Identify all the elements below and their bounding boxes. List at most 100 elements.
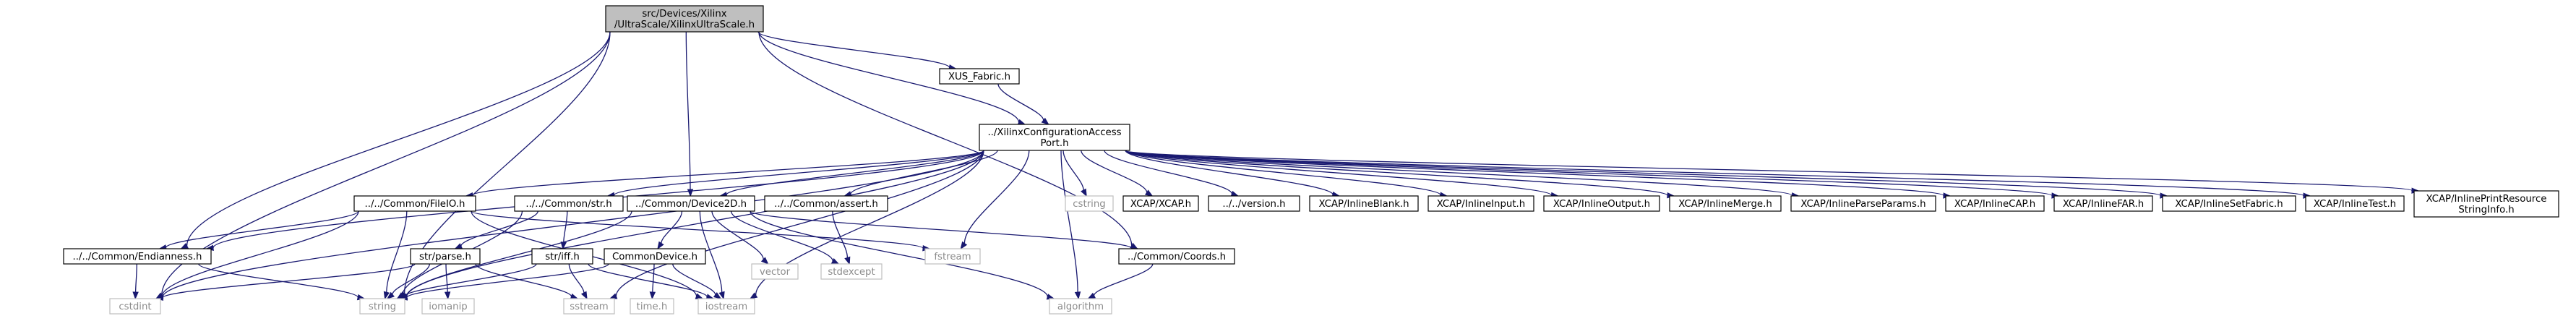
- node-version[interactable]: ../../version.h: [1208, 195, 1300, 212]
- node-box: [604, 248, 706, 265]
- node-label: vector: [760, 267, 791, 278]
- node-box: [421, 298, 475, 315]
- node-iostream: iostream: [697, 298, 755, 315]
- edge-coords-to-algorithm: [1087, 263, 1154, 299]
- edge-line: [1104, 150, 1233, 195]
- node-box: [1065, 195, 1114, 212]
- node-label: XCAP/XCAP.h: [1130, 199, 1191, 210]
- node-box: [764, 195, 888, 212]
- edge-line: [403, 263, 537, 298]
- edge-line: [850, 150, 998, 195]
- node-box: [630, 298, 674, 315]
- node-endianness[interactable]: ../../Common/Endianness.h: [63, 248, 212, 265]
- edge-xcap_port-to-str: [606, 150, 984, 199]
- edge-line: [1125, 150, 2413, 192]
- node-box: [697, 298, 755, 315]
- node-box: [1543, 195, 1660, 212]
- node-box: [627, 195, 755, 212]
- node-label: XCAP/InlinePrintResource: [2426, 194, 2547, 205]
- node-label: ../../Common/str.h: [525, 199, 611, 210]
- node-box: [410, 248, 481, 265]
- node-inline-output[interactable]: XCAP/InlineOutput.h: [1543, 195, 1660, 212]
- edge-arrowhead: [760, 257, 769, 265]
- node-xcap-xcap[interactable]: XCAP/XCAP.h: [1122, 195, 1199, 212]
- edge-line: [832, 210, 849, 258]
- node-commondevice[interactable]: CommonDevice.h: [604, 248, 706, 265]
- edge-line: [1062, 150, 1084, 191]
- node-label: ../../version.h: [1222, 199, 1285, 210]
- node-label: cstdint: [119, 302, 151, 312]
- node-box: [531, 248, 593, 265]
- node-inline-far[interactable]: XCAP/InlineFAR.h: [2053, 195, 2153, 212]
- edge-line: [588, 263, 708, 298]
- node-cstdint: cstdint: [109, 298, 161, 315]
- edge-commondevice-to-iostream: [672, 263, 722, 299]
- edge-line: [672, 263, 716, 295]
- node-device2d[interactable]: ../Common/Device2D.h: [627, 195, 755, 212]
- node-inline-merge[interactable]: XCAP/InlineMerge.h: [1669, 195, 1782, 212]
- node-inline-test[interactable]: XCAP/InlineTest.h: [2305, 195, 2405, 212]
- edge-xcap_port-to-inline_test: [1125, 150, 2311, 199]
- edge-line: [661, 210, 683, 244]
- edge-line: [392, 263, 430, 295]
- node-box: [563, 298, 615, 315]
- node-timeh: time.h: [630, 298, 674, 315]
- node-striff[interactable]: str/iff.h: [531, 248, 593, 265]
- dependency-nodes: src/Devices/Xilinx/UltraScale/XilinxUltr…: [63, 5, 2559, 315]
- edge-line: [652, 263, 655, 293]
- edge-line: [615, 150, 984, 296]
- node-label: ../../Common/Endianness.h: [73, 252, 202, 262]
- node-label: iostream: [705, 302, 747, 312]
- node-xus-fabric[interactable]: XUS_Fabric.h: [939, 68, 1020, 85]
- edge-line: [750, 210, 1049, 297]
- edge-xcap_port-to-inline_parse: [1125, 150, 1800, 199]
- node-box: [1427, 195, 1534, 212]
- edge-commondevice-to-timeh: [649, 263, 656, 300]
- edge-device2d-to-vector: [711, 210, 769, 265]
- node-box: [2162, 195, 2296, 212]
- edge-line: [1060, 150, 1078, 293]
- node-label: XCAP/InlineParseParams.h: [1800, 199, 1925, 210]
- edge-arrowhead: [1074, 291, 1081, 300]
- node-assert[interactable]: ../../Common/assert.h: [764, 195, 888, 212]
- edge-endianness-to-cstdint: [132, 263, 139, 300]
- edge-line: [614, 150, 984, 196]
- edge-line: [1093, 263, 1154, 296]
- edge-line: [730, 210, 833, 262]
- edge-arrowhead: [1017, 119, 1026, 125]
- edge-fileio-to-string: [383, 210, 408, 300]
- node-fileio[interactable]: ../../Common/FileIO.h: [353, 195, 476, 212]
- edge-line: [750, 210, 1132, 249]
- node-label: CommonDevice.h: [612, 252, 697, 262]
- edge-line: [699, 210, 723, 293]
- node-box: [979, 124, 1130, 151]
- edge-strparse-to-string: [386, 263, 430, 299]
- node-root: src/Devices/Xilinx/UltraScale/XilinxUltr…: [605, 5, 764, 33]
- edge-arrowhead: [844, 256, 851, 265]
- node-inline-blank[interactable]: XCAP/InlineBlank.h: [1309, 195, 1419, 212]
- edge-arrowhead: [386, 291, 395, 299]
- node-label: XCAP/InlineSetFabric.h: [2175, 199, 2283, 210]
- edge-arrowhead: [454, 243, 463, 249]
- edge-line: [1125, 150, 1553, 196]
- edge-line: [1125, 150, 1793, 196]
- node-label: XCAP/InlineBlank.h: [1318, 199, 1409, 210]
- edge-arrowhead: [1041, 117, 1049, 125]
- node-iomanip: iomanip: [421, 298, 475, 315]
- edge-assert-to-stdexcept: [832, 210, 851, 265]
- dependency-edges: [132, 31, 2420, 301]
- node-str[interactable]: ../../Common/str.h: [514, 195, 624, 212]
- node-strparse[interactable]: str/parse.h: [410, 248, 481, 265]
- node-inline-setfabric[interactable]: XCAP/InlineSetFabric.h: [2162, 195, 2296, 212]
- node-inline-input[interactable]: XCAP/InlineInput.h: [1427, 195, 1534, 212]
- node-inline-cap[interactable]: XCAP/InlineCAP.h: [1945, 195, 2045, 212]
- node-box: [751, 263, 799, 280]
- node-coords[interactable]: ../Common/Coords.h: [1118, 248, 1235, 265]
- edge-xcap_port-to-algorithm: [1060, 150, 1081, 300]
- node-inline-parse[interactable]: XCAP/InlineParseParams.h: [1790, 195, 1936, 212]
- edge-line: [475, 263, 572, 297]
- edge-line: [162, 263, 416, 299]
